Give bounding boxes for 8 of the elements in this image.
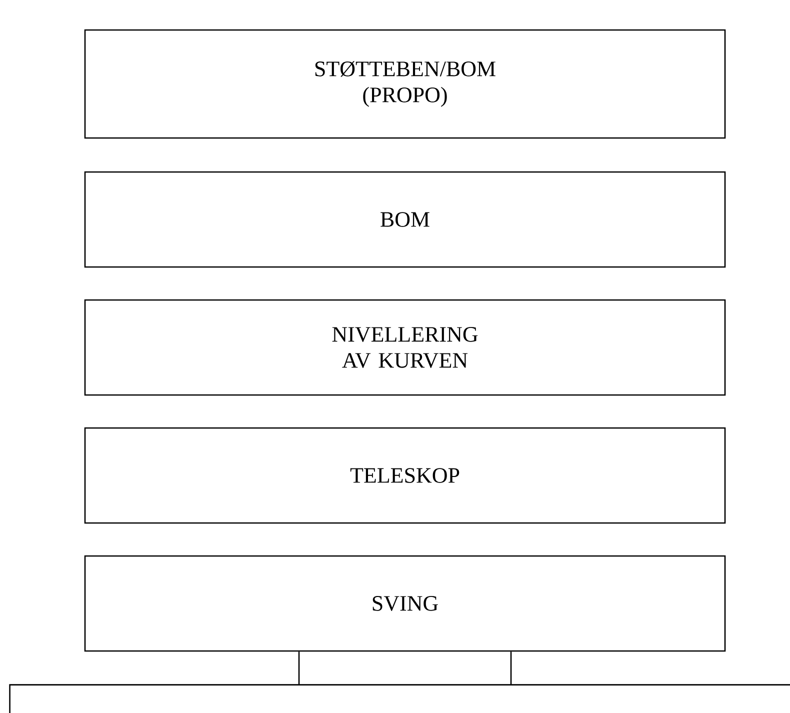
label-box: STØTTEBEN/BOM (PROPO) <box>84 29 726 139</box>
label-box: BOM <box>84 171 726 268</box>
label-box: TELESKOP <box>84 427 726 524</box>
label-box: NIVELLERING AV KURVEN <box>84 299 726 396</box>
connector-line <box>510 652 512 685</box>
base-box <box>9 684 790 713</box>
connector-line <box>298 652 300 685</box>
label-box: SVING <box>84 555 726 652</box>
